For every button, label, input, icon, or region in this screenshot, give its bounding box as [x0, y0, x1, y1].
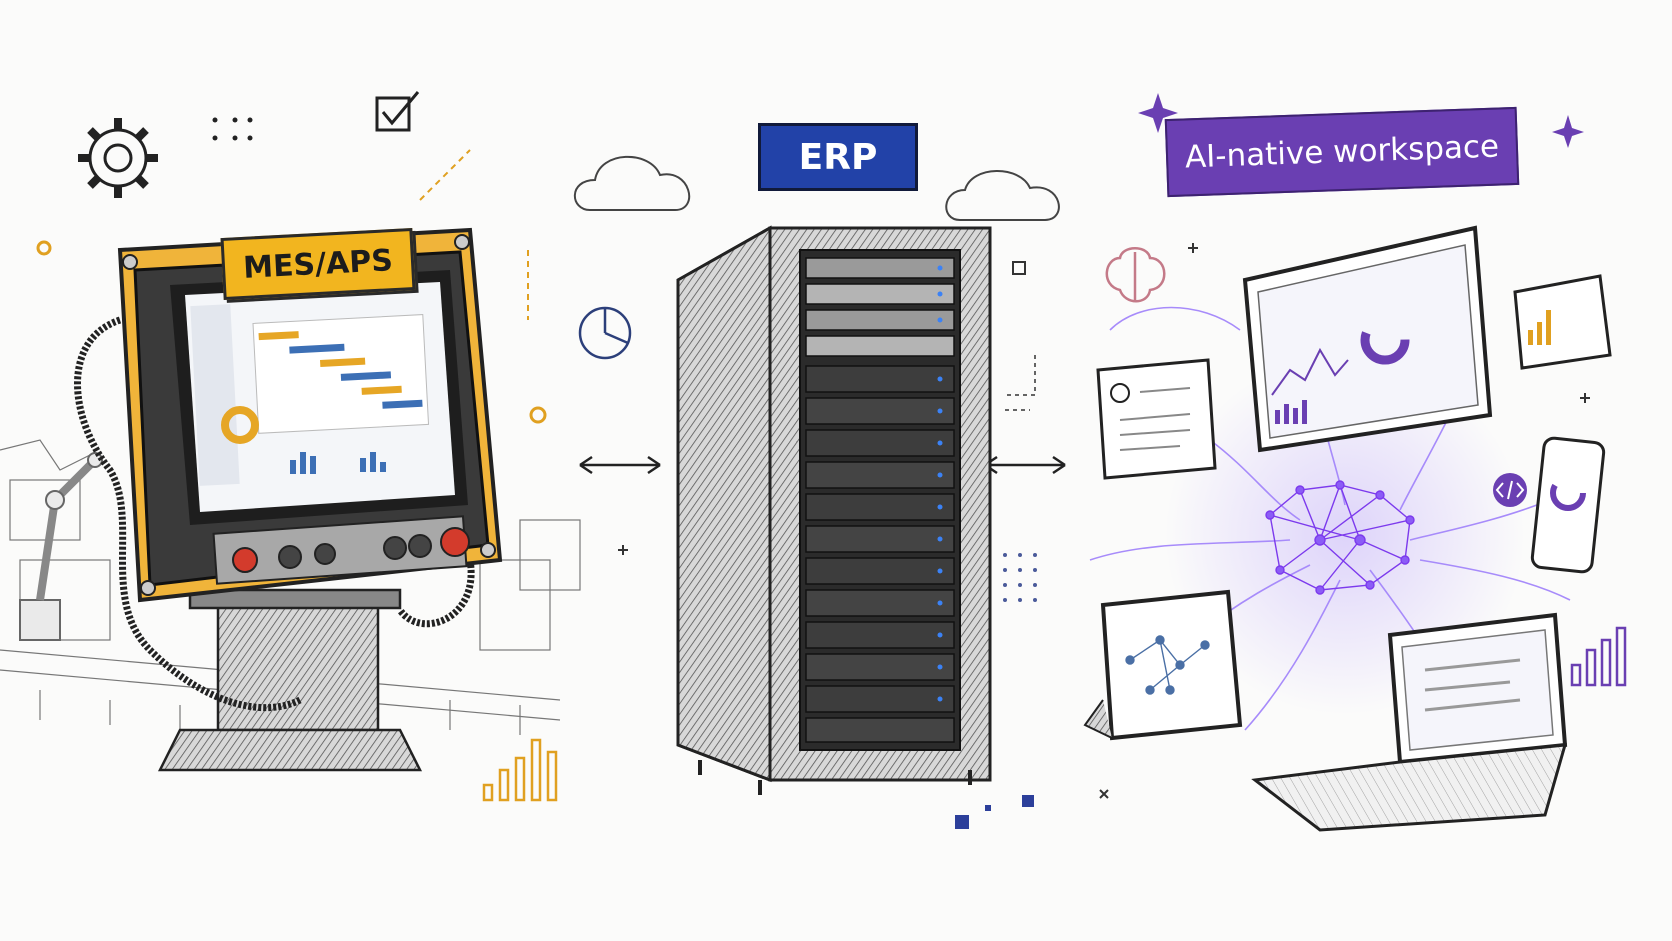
erp-label: ERP — [758, 123, 918, 191]
neural-network-brain — [1265, 480, 1415, 595]
mes-cable — [74, 316, 475, 712]
dashed-connector — [1005, 355, 1036, 411]
chart-card — [1513, 274, 1612, 370]
server-units — [805, 257, 955, 743]
code-icon — [1493, 473, 1527, 507]
dot-accent — [36, 240, 52, 256]
mes-screen — [185, 282, 455, 512]
donut-chart — [221, 406, 259, 444]
line-chart — [1271, 347, 1349, 396]
sparkle-icon — [1138, 93, 1584, 148]
mes-pedestal — [157, 588, 423, 772]
tablet — [1083, 589, 1243, 741]
brain-icon — [1105, 247, 1166, 303]
server-rack — [676, 225, 992, 795]
pie-chart-icon — [578, 306, 632, 360]
mes-aps-label: MES/APS — [220, 228, 416, 300]
gantt-chart — [252, 314, 430, 434]
robot-arm — [19, 452, 103, 641]
gear-icon — [78, 118, 158, 198]
phone — [1530, 436, 1606, 574]
dots-decoration — [212, 117, 253, 141]
server-leds — [937, 265, 943, 702]
outline-square — [1012, 261, 1026, 275]
laptop — [1251, 612, 1568, 832]
donut-chart — [1360, 315, 1410, 365]
cloud-icon — [573, 155, 1060, 221]
dashed-line — [419, 149, 471, 201]
dots-grid — [1003, 553, 1037, 602]
mes-control-buttons — [212, 515, 470, 585]
plus-marks — [618, 243, 1590, 799]
bar-chart-icon — [1570, 626, 1627, 687]
checkbox-icon — [375, 91, 420, 132]
bar-chart-icon — [482, 738, 558, 802]
ai-workspace-label: AI-native workspace — [1164, 106, 1520, 198]
dashboard-monitor — [1242, 225, 1493, 453]
profile-window — [1096, 358, 1217, 480]
small-squares — [955, 795, 1034, 829]
mini-bar-chart — [290, 452, 386, 474]
dot-accent — [529, 406, 547, 424]
